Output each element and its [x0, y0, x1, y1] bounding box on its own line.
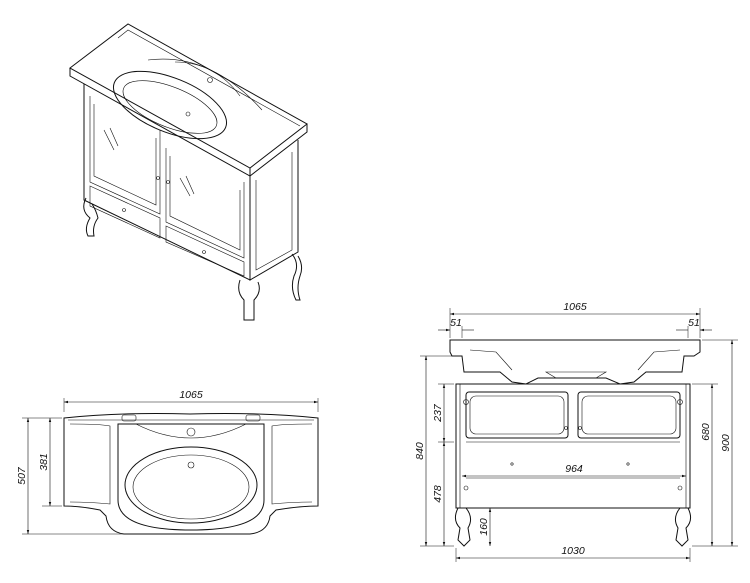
front-view: 1065 51 51 964 1030 900 680 840	[414, 301, 738, 562]
front-top-width-dimension: 1065	[563, 301, 587, 313]
right-overhang-dimension: 51	[688, 317, 700, 329]
total-height-dimension: 900	[720, 434, 732, 452]
leg-height-dimension: 160	[478, 518, 490, 536]
basin-height-dimension: 840	[414, 442, 426, 460]
left-overhang-dimension: 51	[450, 317, 462, 329]
isometric-view	[69, 23, 308, 321]
top-depth-dimension: 507	[16, 466, 28, 485]
door-height-dimension: 237	[432, 403, 444, 423]
top-width-dimension: 1065	[179, 389, 203, 401]
base-width-dimension: 1030	[561, 545, 585, 557]
lower-height-dimension: 478	[432, 485, 444, 503]
top-view: 1065 507 381	[16, 389, 319, 535]
top-inner-depth-dimension: 381	[38, 453, 50, 471]
body-height-dimension: 680	[700, 423, 712, 441]
inner-width-dimension: 964	[565, 463, 583, 475]
